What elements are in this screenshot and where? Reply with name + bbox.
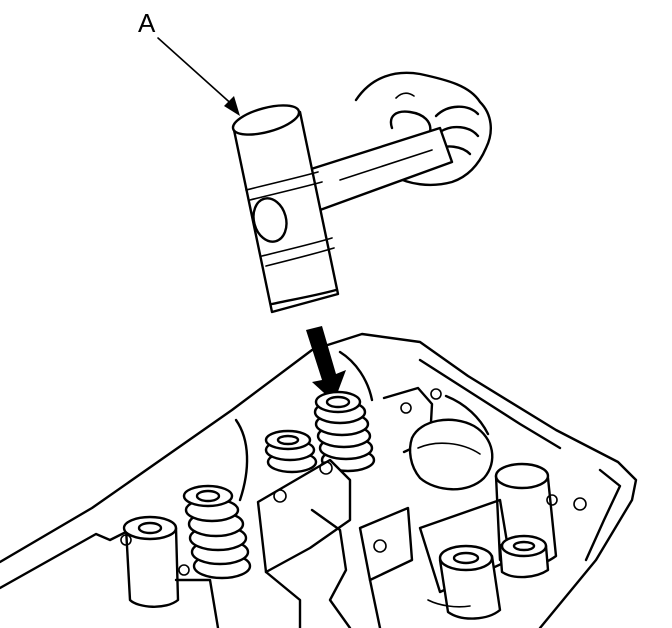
- right-valve-assembly: [418, 462, 558, 620]
- callout-label-a: A: [138, 8, 156, 38]
- hammer-handle: [306, 126, 454, 212]
- valve-spring-struck: [313, 390, 376, 473]
- pedestal-center: [256, 458, 352, 628]
- cylinder-head: [0, 332, 638, 628]
- callout-leader-arrow: [157, 37, 240, 116]
- cam-journal: [408, 418, 494, 491]
- strike-direction-arrow: [306, 326, 346, 402]
- valve-spring-2: [264, 429, 318, 474]
- valve-spring-3: [182, 484, 252, 580]
- hammer-head: [231, 104, 340, 314]
- valve-spring-4: [122, 515, 220, 628]
- bolt-holes: [120, 494, 558, 546]
- pedestal-front: [358, 506, 414, 628]
